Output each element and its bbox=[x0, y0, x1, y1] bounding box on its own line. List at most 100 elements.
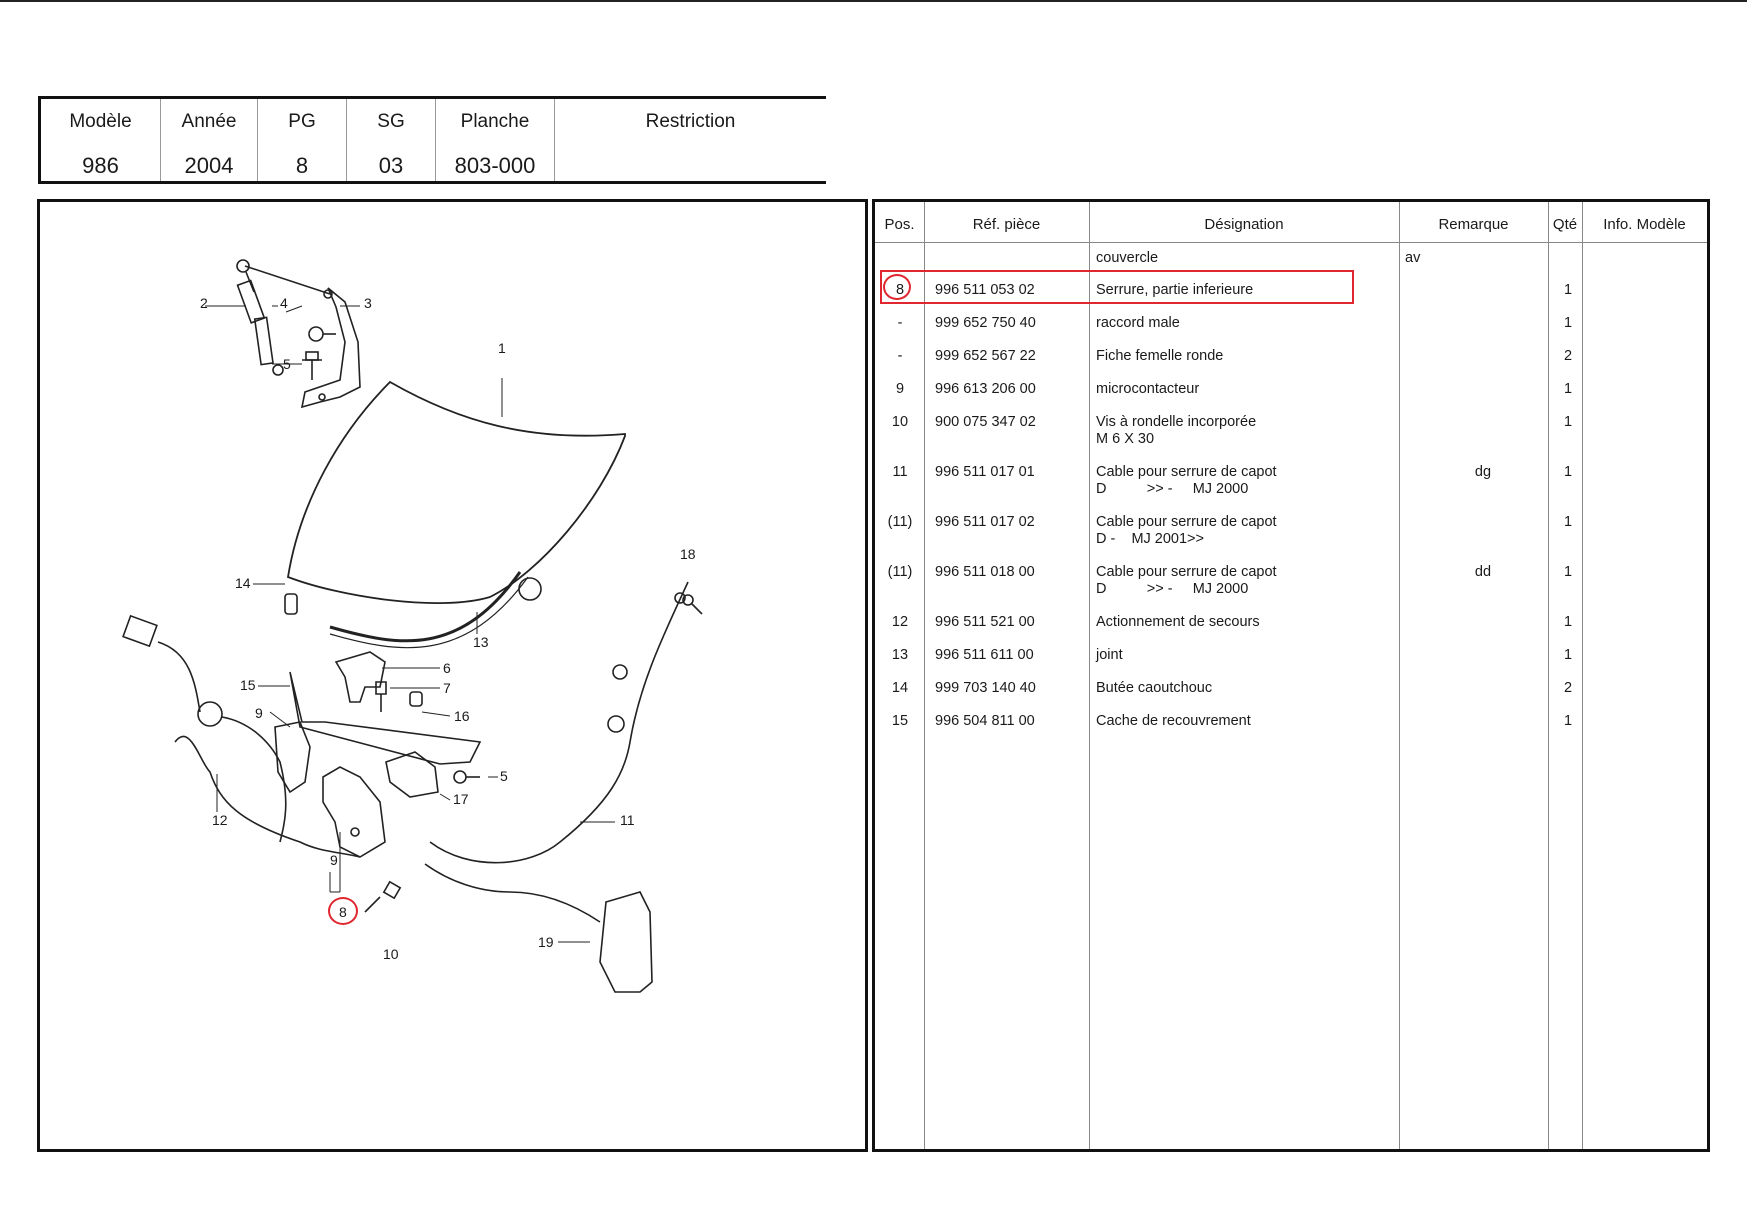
qty-cell: 1 bbox=[1563, 381, 1573, 397]
callout-11: 11 bbox=[620, 812, 635, 828]
seal-drawing bbox=[329, 571, 522, 643]
designation-cell-line2: D >> - MJ 2000 bbox=[1096, 581, 1249, 597]
info-value: 803-000 bbox=[454, 153, 536, 178]
qty-cell: 1 bbox=[1563, 414, 1573, 430]
ref-cell: 996 511 521 00 bbox=[935, 614, 1035, 630]
group-remarque: av bbox=[1405, 250, 1421, 266]
pos-cell: 13 bbox=[891, 647, 909, 663]
designation-cell: joint bbox=[1096, 647, 1123, 663]
pos-cell: 10 bbox=[891, 414, 909, 430]
ref-cell: 999 703 140 40 bbox=[935, 680, 1036, 696]
qty-cell: 1 bbox=[1563, 614, 1573, 630]
callout-8-highlight-circle bbox=[328, 897, 358, 925]
callout-18: 18 bbox=[680, 546, 696, 562]
release-handle-drawing bbox=[599, 891, 653, 993]
callout-17: 17 bbox=[453, 791, 469, 807]
designation-cell: Cache de recouvrement bbox=[1096, 713, 1251, 729]
qty-cell: 1 bbox=[1563, 647, 1573, 663]
ref-cell: 999 652 750 40 bbox=[935, 315, 1036, 331]
bracket-drawing bbox=[385, 751, 439, 798]
info-col-pg: PG 8 bbox=[258, 99, 347, 181]
designation-cell: Fiche femelle ronde bbox=[1096, 348, 1224, 364]
callout-13: 13 bbox=[473, 634, 489, 650]
callout-19: 19 bbox=[538, 934, 554, 950]
info-header: Modèle bbox=[69, 111, 132, 132]
exploded-parts-diagram: 1 2 3 4 5 6 7 8 9 10 11 12 13 14 15 16 1… bbox=[37, 199, 868, 1152]
callout-7: 7 bbox=[443, 680, 451, 696]
qty-cell: 2 bbox=[1563, 348, 1573, 364]
designation-cell: Cable pour serrure de capot bbox=[1096, 514, 1277, 530]
info-col-model: Modèle 986 bbox=[41, 99, 161, 181]
pos-cell: (11) bbox=[887, 564, 913, 580]
callout-12: 12 bbox=[212, 812, 228, 828]
header-ref: Réf. pièce bbox=[972, 216, 1041, 233]
info-col-restriction: Restriction bbox=[555, 99, 826, 181]
column-divider bbox=[1582, 202, 1583, 1149]
callout-1: 1 bbox=[498, 340, 506, 356]
column-divider bbox=[1089, 202, 1090, 1149]
qty-cell: 2 bbox=[1563, 680, 1573, 696]
header-qte: Qté bbox=[1552, 216, 1578, 233]
latch-drawing bbox=[334, 651, 386, 703]
header-divider bbox=[875, 242, 1707, 243]
info-col-planche: Planche 803-000 bbox=[436, 99, 555, 181]
rubber-stop-drawing bbox=[284, 593, 298, 615]
designation-cell-line2: D >> - MJ 2000 bbox=[1096, 481, 1249, 497]
column-divider bbox=[924, 202, 925, 1149]
ref-cell: 996 511 017 01 bbox=[935, 464, 1035, 480]
info-header: Planche bbox=[460, 111, 530, 132]
ref-cell: 999 652 567 22 bbox=[935, 348, 1036, 364]
callout-4: 4 bbox=[280, 295, 288, 311]
designation-cell: Vis à rondelle incorporée bbox=[1096, 414, 1257, 430]
qty-cell: 1 bbox=[1563, 514, 1573, 530]
info-value: 986 bbox=[82, 153, 119, 178]
hinge-drawing bbox=[244, 265, 361, 409]
diagram-drawing bbox=[122, 259, 703, 993]
info-header: PG bbox=[288, 111, 316, 132]
designation-cell: Cable pour serrure de capot bbox=[1096, 564, 1277, 580]
info-col-year: Année 2004 bbox=[161, 99, 258, 181]
header-designation: Désignation bbox=[1204, 216, 1284, 233]
qty-cell: 1 bbox=[1563, 564, 1573, 580]
pos-cell: 8 bbox=[895, 282, 905, 298]
pos-cell: - bbox=[897, 348, 903, 364]
qty-cell: 1 bbox=[1563, 282, 1573, 298]
ref-cell: 996 511 017 02 bbox=[935, 514, 1035, 530]
ref-cell: 996 511 053 02 bbox=[935, 282, 1035, 298]
designation-cell: Actionnement de secours bbox=[1096, 614, 1260, 630]
callout-10: 10 bbox=[383, 946, 399, 962]
callout-3: 3 bbox=[364, 295, 372, 311]
designation-cell: raccord male bbox=[1096, 315, 1180, 331]
ref-cell: 996 504 811 00 bbox=[935, 713, 1035, 729]
pos-cell: 9 bbox=[895, 381, 905, 397]
info-value: 03 bbox=[378, 153, 404, 178]
callout-14: 14 bbox=[235, 575, 251, 591]
callout-16: 16 bbox=[454, 708, 470, 724]
header-info: Info. Modèle bbox=[1603, 216, 1686, 233]
qty-cell: 1 bbox=[1563, 713, 1573, 729]
callout-2: 2 bbox=[200, 295, 208, 311]
bolt-5-top-drawing bbox=[302, 351, 322, 380]
ref-cell: 900 075 347 02 bbox=[935, 414, 1036, 430]
emergency-cable-drawing bbox=[174, 735, 361, 858]
group-designation: couvercle bbox=[1096, 250, 1159, 266]
header-remarque: Remarque bbox=[1438, 216, 1509, 233]
cover-drawing bbox=[289, 671, 482, 765]
designation-cell: Cable pour serrure de capot bbox=[1096, 464, 1277, 480]
info-header: SG bbox=[377, 111, 405, 132]
column-divider bbox=[1548, 202, 1549, 1149]
designation-cell: Butée caoutchouc bbox=[1096, 680, 1213, 696]
bolt-4-drawing bbox=[308, 326, 336, 342]
ref-cell: 996 613 206 00 bbox=[935, 381, 1036, 397]
microswitch-drawing bbox=[274, 721, 311, 794]
designation-cell: Serrure, partie inferieure bbox=[1096, 282, 1254, 298]
qty-cell: 1 bbox=[1563, 464, 1573, 480]
pos-cell: 12 bbox=[891, 614, 909, 630]
pos-cell: (11) bbox=[887, 514, 913, 530]
ref-cell: 996 511 611 00 bbox=[935, 647, 1034, 663]
callout-5: 5 bbox=[283, 356, 291, 372]
pos-cell: 11 bbox=[892, 464, 908, 480]
hood-drawing bbox=[286, 380, 626, 604]
top-border bbox=[0, 0, 1747, 2]
column-divider bbox=[1399, 202, 1400, 1149]
